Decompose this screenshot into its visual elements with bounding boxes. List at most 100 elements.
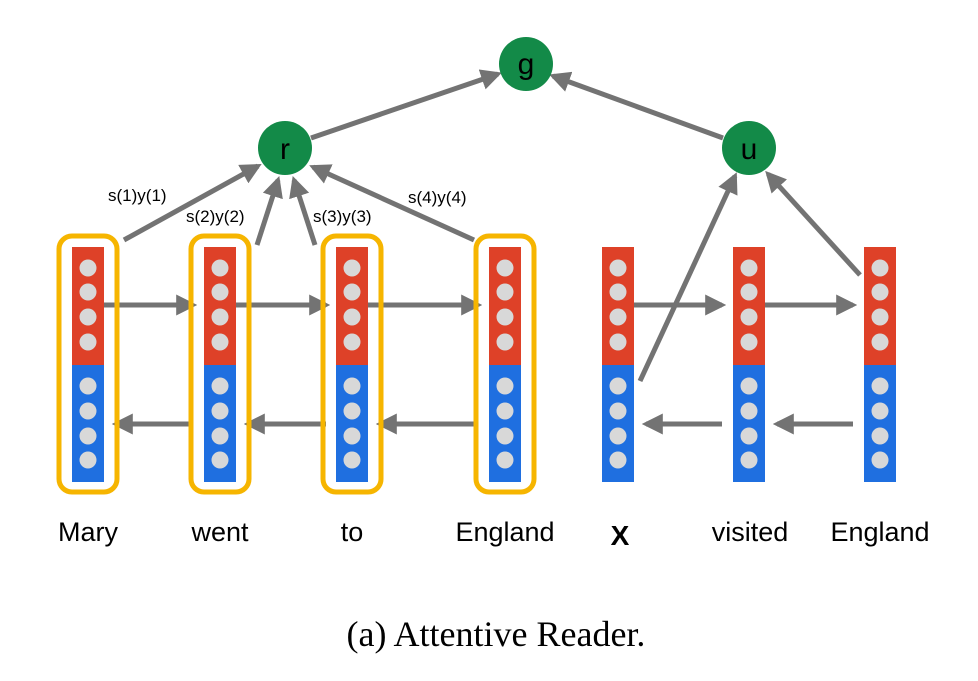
state-column (733, 247, 765, 482)
state-column (72, 247, 104, 482)
hidden-unit-dot (609, 283, 627, 301)
hidden-unit-dot (609, 308, 627, 326)
hidden-unit-dot (211, 377, 229, 395)
hidden-unit-dot (740, 259, 758, 277)
document-word-mary: Mary (58, 517, 118, 547)
attention-arrow (309, 164, 476, 243)
hidden-unit-dot (496, 333, 514, 351)
hidden-unit-dot (79, 377, 97, 395)
query-arrow (765, 170, 862, 277)
hidden-unit-dot (871, 377, 889, 395)
attention-label-1: s(1)y(1) (108, 186, 167, 205)
hidden-unit-dot (211, 259, 229, 277)
hidden-unit-dot (496, 427, 514, 445)
node-u-circle (722, 121, 776, 175)
hidden-unit-dot (79, 308, 97, 326)
query-word-visited: visited (712, 517, 789, 547)
hidden-unit-dot (496, 451, 514, 469)
node-u: u (722, 121, 776, 175)
hidden-unit-dot (343, 333, 361, 351)
query-word-england: England (830, 517, 929, 547)
hidden-unit-dot (496, 402, 514, 420)
arrows-layer (104, 69, 862, 435)
hidden-unit-dot (343, 259, 361, 277)
attention-arrow (122, 163, 262, 243)
hidden-unit-dot (740, 427, 758, 445)
hidden-unit-dot (740, 283, 758, 301)
combine-arrow (549, 71, 724, 141)
hidden-unit-dot (871, 402, 889, 420)
attention-arrow (254, 176, 283, 246)
hidden-unit-dot (740, 377, 758, 395)
document-word-went: went (190, 517, 249, 547)
query-arrow (637, 172, 738, 383)
attention-box (320, 233, 384, 495)
node-g-circle (499, 37, 553, 91)
hidden-unit-dot (343, 402, 361, 420)
hidden-unit-dot (496, 283, 514, 301)
hidden-unit-dot (79, 259, 97, 277)
document-word-england: England (455, 517, 554, 547)
hidden-unit-dot (211, 283, 229, 301)
hidden-unit-dot (211, 402, 229, 420)
hidden-unit-dot (609, 377, 627, 395)
hidden-unit-dot (343, 283, 361, 301)
hidden-unit-dot (871, 451, 889, 469)
hidden-unit-dot (740, 402, 758, 420)
hidden-unit-dot (609, 333, 627, 351)
hidden-unit-dot (343, 427, 361, 445)
hidden-unit-dot (343, 377, 361, 395)
attention-label-2: s(2)y(2) (186, 207, 245, 226)
hidden-unit-dot (609, 402, 627, 420)
attention-label-3: s(3)y(3) (313, 207, 372, 226)
node-g-label: g (518, 48, 535, 81)
hidden-unit-dot (496, 377, 514, 395)
attention-arrow (289, 176, 318, 246)
hidden-unit-dot (211, 308, 229, 326)
hidden-unit-dot (496, 308, 514, 326)
state-columns (72, 247, 896, 482)
state-column (204, 247, 236, 482)
attention-box (56, 233, 120, 495)
hidden-unit-dot (79, 333, 97, 351)
node-r-label: r (280, 133, 290, 166)
hidden-unit-dot (496, 259, 514, 277)
hidden-unit-dot (871, 333, 889, 351)
hidden-unit-dot (79, 402, 97, 420)
attention-box (473, 233, 537, 495)
hidden-unit-dot (79, 451, 97, 469)
hidden-unit-dot (211, 451, 229, 469)
document-word-to: to (341, 517, 364, 547)
hidden-unit-dot (871, 308, 889, 326)
hidden-unit-dot (211, 333, 229, 351)
hidden-unit-dot (211, 427, 229, 445)
state-column (489, 247, 521, 482)
hidden-unit-dot (609, 427, 627, 445)
attention-label-4: s(4)y(4) (408, 188, 467, 207)
node-g: g (499, 37, 553, 91)
state-column (336, 247, 368, 482)
hidden-unit-dot (740, 451, 758, 469)
state-column (864, 247, 896, 482)
hidden-unit-dot (343, 451, 361, 469)
node-r-circle (258, 121, 312, 175)
hidden-unit-dot (343, 308, 361, 326)
node-u-label: u (741, 133, 758, 166)
figure-caption: (a) Attentive Reader. (347, 614, 646, 654)
hidden-unit-dot (79, 283, 97, 301)
attention-box (188, 233, 252, 495)
node-r: r (258, 121, 312, 175)
state-column (602, 247, 634, 482)
hidden-unit-dot (740, 308, 758, 326)
attention-boxes (56, 233, 537, 495)
hidden-unit-dot (79, 427, 97, 445)
combine-arrow (310, 69, 502, 141)
hidden-unit-dot (609, 451, 627, 469)
query-word-x: X (611, 520, 630, 551)
hidden-unit-dot (871, 427, 889, 445)
hidden-unit-dot (871, 259, 889, 277)
hidden-unit-dot (609, 259, 627, 277)
hidden-unit-dot (871, 283, 889, 301)
hidden-unit-dot (740, 333, 758, 351)
